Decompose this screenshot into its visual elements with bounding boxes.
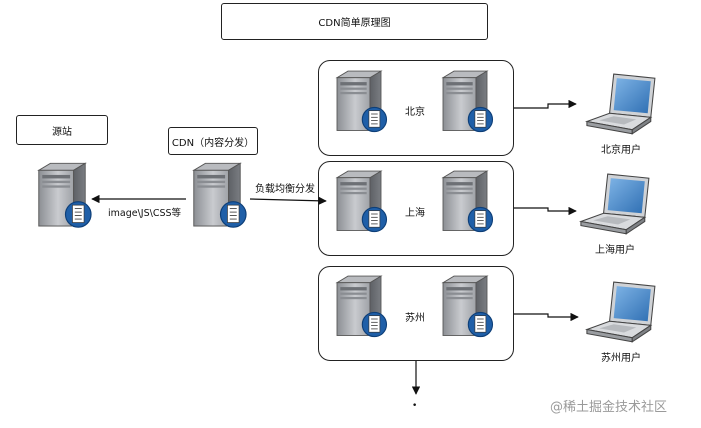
- shanghai-server-1-icon: [336, 170, 388, 233]
- origin-server-icon: [38, 162, 92, 228]
- cdn-label-box: CDN（内容分发）: [168, 127, 258, 155]
- suzhou-server-1-icon: [336, 275, 388, 338]
- origin-label-box: 源站: [16, 115, 108, 145]
- suzhou-user-arrow: [514, 312, 579, 322]
- suzhou-server-2-icon: [442, 275, 494, 338]
- user-label-suzhou: 苏州用户: [601, 353, 641, 364]
- beijing-laptop-icon: [586, 73, 656, 135]
- diagram-title: CDN简单原理图: [221, 3, 488, 40]
- user-label-beijing: 北京用户: [601, 145, 641, 156]
- user-label-shanghai: 上海用户: [595, 245, 635, 256]
- balance-label: 负载均衡分发: [255, 184, 315, 195]
- suzhou-laptop-icon: [586, 281, 656, 343]
- more-indicator: •: [412, 401, 418, 411]
- region-name-beijing: 北京: [405, 107, 425, 118]
- beijing-user-arrow: [514, 99, 577, 109]
- shanghai-server-2-icon: [442, 170, 494, 233]
- shanghai-user-arrow: [514, 206, 577, 216]
- beijing-server-2-icon: [442, 70, 494, 133]
- watermark: @稀土掘金技术社区: [550, 400, 668, 415]
- region-name-shanghai: 上海: [405, 208, 425, 219]
- shanghai-laptop-icon: [580, 173, 650, 235]
- region-name-suzhou: 苏州: [405, 313, 425, 324]
- cdn-server-icon: [193, 162, 247, 228]
- balance-arrow: [249, 196, 327, 205]
- beijing-server-1-icon: [336, 70, 388, 133]
- origin-link-label: image\JS\CSS等: [108, 208, 182, 219]
